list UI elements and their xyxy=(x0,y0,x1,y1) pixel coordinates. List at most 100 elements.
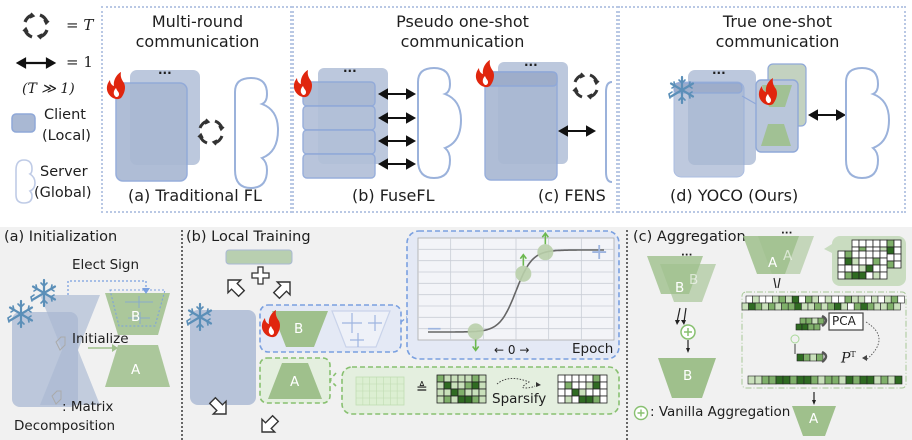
final-vector-cell xyxy=(831,375,840,385)
matrix-cell xyxy=(478,381,487,390)
vector-cell xyxy=(785,295,793,304)
final-vector-cell xyxy=(775,375,784,385)
final-vector-cell xyxy=(796,375,805,385)
pca-box xyxy=(828,312,864,331)
reduced-cell xyxy=(807,323,815,331)
agg-matrix-b-result: B xyxy=(683,368,693,384)
final-vector-cell xyxy=(768,375,777,385)
cycle-arrows-icon xyxy=(22,12,50,40)
diagram-fens xyxy=(475,60,613,183)
reduced-cell xyxy=(805,317,813,325)
matrix-cell xyxy=(443,381,452,390)
matrix-cell xyxy=(599,381,608,390)
agg-matrix-a-2: A xyxy=(783,248,793,264)
matrix-cell xyxy=(471,374,480,383)
ellipsis: ··· xyxy=(158,66,172,80)
pca-label: PCA xyxy=(832,314,856,328)
vector-cell xyxy=(886,302,895,311)
diagram-fusefl xyxy=(293,67,462,179)
matrix-cell xyxy=(571,374,580,383)
aggregated-cell xyxy=(803,353,811,362)
sparsify-label: Sparsify xyxy=(492,391,547,407)
final-vector-cell xyxy=(810,375,819,385)
matrix-cell xyxy=(557,381,566,390)
vector-cell xyxy=(768,302,776,311)
vector-cell xyxy=(758,295,767,304)
final-vector-cell xyxy=(782,375,791,385)
plot-minus-sign: − xyxy=(426,316,443,340)
plus-icon xyxy=(251,266,270,285)
vector-cell xyxy=(818,295,826,304)
vector-cell xyxy=(778,295,786,304)
caption-traditional-fl: (a) Traditional FL xyxy=(128,186,262,205)
vector-cell xyxy=(831,295,839,304)
final-vector-cell xyxy=(824,375,833,385)
vector-cell xyxy=(884,295,892,304)
legend-client-sub: (Local) xyxy=(42,128,91,144)
vector-cell xyxy=(834,302,842,311)
matrix-decomp-note-1: : Matrix xyxy=(62,399,114,415)
matrix-cell xyxy=(872,271,881,280)
matrix-cell xyxy=(450,395,459,404)
p-symbol: P xyxy=(841,350,851,367)
vector-cell xyxy=(765,295,773,304)
matrix-cell xyxy=(886,239,895,248)
matrix-cell xyxy=(837,264,846,273)
vector-cell xyxy=(893,302,901,311)
matrix-cell xyxy=(844,264,853,273)
matrix-cell xyxy=(557,374,566,383)
final-vector-cell xyxy=(747,375,756,385)
matrix-cell xyxy=(837,250,846,259)
vector-cell xyxy=(761,302,769,311)
divider-init-training xyxy=(181,230,183,440)
legend-rounds-label: = T xyxy=(66,16,94,34)
legend-server-label: Server xyxy=(40,164,88,180)
matrix-cell xyxy=(571,388,580,397)
matrix-cell xyxy=(443,395,452,404)
vector-cell xyxy=(890,295,899,304)
matrix-cell xyxy=(471,395,480,404)
ellipsis: ··· xyxy=(524,58,538,72)
matrix-cell xyxy=(578,374,587,383)
matrix-cell xyxy=(471,388,480,397)
vector-cell xyxy=(801,302,809,311)
diagram-traditional-fl xyxy=(106,70,279,189)
matrix-cell xyxy=(585,381,594,390)
matrix-cell xyxy=(557,388,566,397)
matrix-cell xyxy=(886,253,895,262)
matrix-cell xyxy=(457,388,466,397)
matrix-decomposition-icon xyxy=(51,336,66,405)
vector-cell xyxy=(814,302,822,311)
matrix-cell xyxy=(837,271,846,280)
matrix-cell xyxy=(585,395,594,404)
sigmoid-point xyxy=(467,323,484,340)
matrix-cell xyxy=(564,374,573,383)
aggregation-diagram xyxy=(633,236,907,436)
matrix-cell xyxy=(865,271,874,280)
diagram-yoco xyxy=(667,63,890,179)
matrix-cell xyxy=(844,271,853,280)
vector-cell xyxy=(745,295,753,304)
vector-cell xyxy=(880,302,888,311)
direction-arrowhead xyxy=(519,253,527,260)
panel-traditional-fl xyxy=(101,6,292,213)
matrix-cell xyxy=(858,257,867,266)
matrix-cell xyxy=(844,250,853,259)
equiv-sign: ≜ xyxy=(416,381,428,397)
matrix-decomp-note-2: Decomposition xyxy=(14,418,116,434)
reduced-cell xyxy=(801,323,809,331)
matrix-cell xyxy=(450,374,459,383)
matrix-cell xyxy=(564,395,573,404)
reduced-cell xyxy=(813,323,821,331)
heading-pseudo-one-shot: Pseudo one-shot communication xyxy=(380,12,545,52)
matrix-cell xyxy=(464,381,473,390)
vector-cell xyxy=(787,302,796,311)
matrix-cell xyxy=(436,374,445,383)
legend-server-sub: (Global) xyxy=(34,185,92,201)
vector-cell xyxy=(754,302,763,311)
sigmoid-curve xyxy=(428,249,604,333)
vector-cell xyxy=(748,302,756,311)
client-box xyxy=(115,82,188,182)
matrix-cell xyxy=(592,395,601,404)
matrix-cell xyxy=(599,388,608,397)
